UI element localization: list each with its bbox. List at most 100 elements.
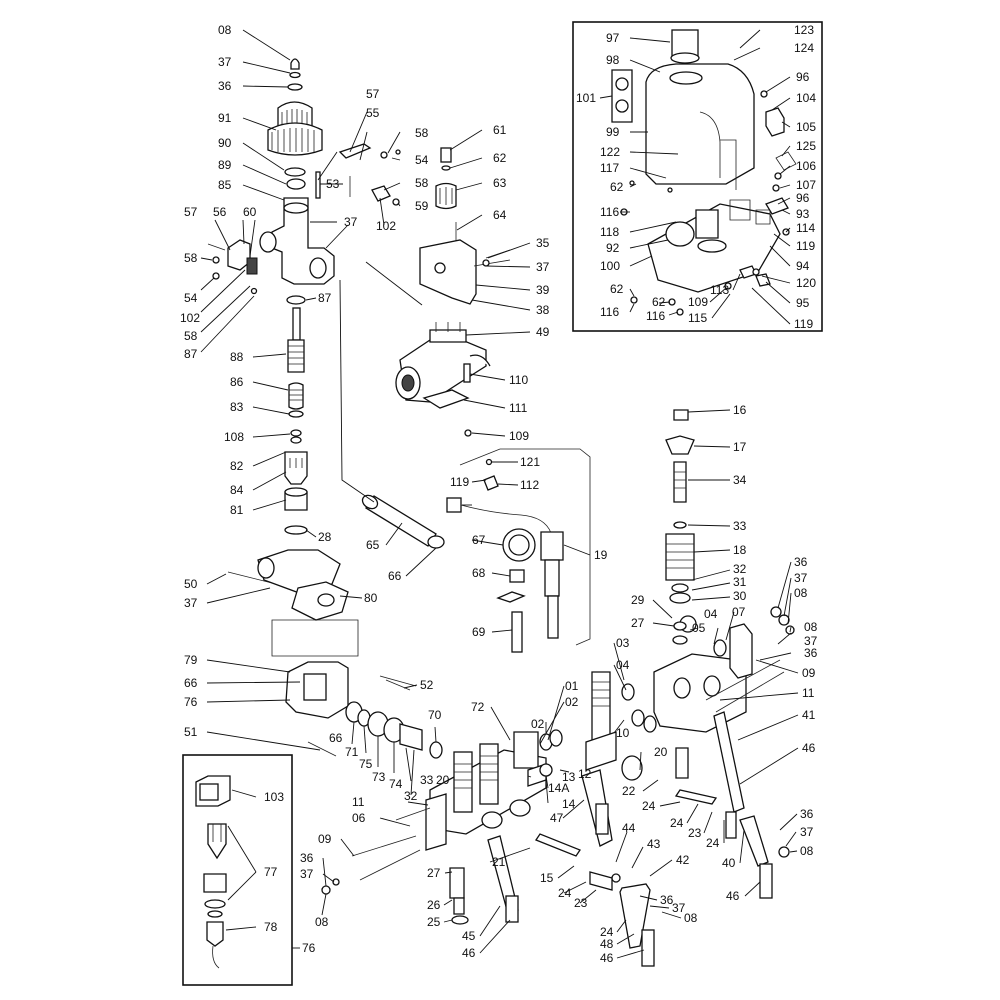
part-label: 36 — [794, 555, 808, 569]
part-label: 01 — [565, 679, 579, 693]
part-label: 66 — [184, 676, 198, 690]
part-label: 58 — [415, 126, 429, 140]
part-label: 34 — [733, 473, 747, 487]
part-label: 31 — [733, 575, 747, 589]
part-label: 02 — [565, 695, 579, 709]
part-label: 08 — [800, 844, 814, 858]
part-label: 24 — [642, 799, 656, 813]
part-label: 38 — [536, 303, 550, 317]
manifold-body-drawing — [425, 729, 563, 851]
part-label: 114 — [796, 221, 815, 235]
part-label: 36 — [218, 79, 232, 93]
part-label: 62 — [493, 151, 507, 165]
motor-inset-drawing — [611, 29, 797, 316]
part-label: 70 — [428, 708, 442, 722]
part-label: 93 — [796, 207, 810, 221]
part-label: 24 — [558, 886, 572, 900]
part-label: 75 — [359, 757, 373, 771]
part-label: 103 — [264, 790, 284, 804]
screws-and-rods-drawing — [321, 679, 431, 895]
part-label: 45 — [462, 929, 476, 943]
part-label: 10 — [616, 726, 630, 740]
part-label: 119 — [796, 239, 815, 253]
part-label: 62 — [652, 295, 666, 309]
part-label: 44 — [622, 821, 636, 835]
part-label: 92 — [606, 241, 620, 255]
part-label: 55 — [366, 106, 380, 120]
part-label: 08 — [218, 23, 232, 37]
part-label: 02 — [531, 717, 545, 731]
motor-detail-inset-frame — [572, 21, 823, 332]
part-label: 62 — [610, 282, 624, 296]
part-label: 32 — [404, 789, 418, 803]
motor-mount-drawing — [365, 147, 511, 306]
part-label: 36 — [660, 893, 674, 907]
part-label: 116 — [600, 205, 619, 219]
part-label: 24 — [706, 836, 720, 850]
part-label: 08 — [684, 911, 698, 925]
unloader-stack-drawing — [665, 409, 695, 645]
part-label: 08 — [315, 915, 329, 929]
part-label: 76 — [184, 695, 198, 709]
part-label: 87 — [184, 347, 198, 361]
part-label: 24 — [670, 816, 684, 830]
part-label: 87 — [318, 291, 332, 305]
part-label: 122 — [600, 145, 620, 159]
part-label: 46 — [802, 741, 816, 755]
part-label: 06 — [352, 811, 366, 825]
part-label: 48 — [600, 937, 614, 951]
part-label: 64 — [493, 208, 507, 222]
part-label: 95 — [796, 296, 810, 310]
part-label: 07 — [732, 605, 746, 619]
part-label: 37 — [804, 634, 818, 648]
part-label: 03 — [616, 636, 630, 650]
part-label: 117 — [600, 161, 619, 175]
part-label: 18 — [733, 543, 747, 557]
part-label: 41 — [802, 708, 816, 722]
part-label: 118 — [600, 225, 619, 239]
part-label: 11 — [802, 686, 815, 700]
pressure-hose-drawing — [339, 279, 445, 549]
part-label: 119 — [794, 317, 813, 331]
valve-plate-drawing — [227, 549, 359, 657]
part-label: 98 — [606, 53, 620, 67]
part-label: 11 — [352, 795, 365, 809]
part-label: 24 — [600, 925, 614, 939]
part-label: 76 — [302, 941, 316, 955]
part-label: 37 — [672, 901, 686, 915]
part-label: 91 — [218, 111, 232, 125]
part-label: 100 — [600, 259, 620, 273]
part-label: 57 — [184, 205, 198, 219]
part-label: 43 — [647, 837, 661, 851]
part-label: 08 — [794, 586, 808, 600]
part-label: 52 — [420, 678, 434, 692]
part-label: 39 — [536, 283, 550, 297]
part-label: 116 — [646, 309, 665, 323]
part-label: 56 — [213, 205, 227, 219]
pump-motor-drawing — [395, 322, 491, 437]
part-label: 78 — [264, 920, 278, 934]
part-label: 09 — [318, 832, 332, 846]
part-label: 22 — [622, 784, 636, 798]
part-label: 36 — [804, 646, 818, 660]
part-label: 12 — [578, 767, 592, 781]
part-label: 54 — [415, 153, 429, 167]
part-label: 120 — [796, 276, 816, 290]
part-label: 05 — [692, 621, 706, 635]
part-label: 102 — [180, 311, 200, 325]
part-label: 108 — [224, 430, 244, 444]
part-label: 65 — [366, 538, 380, 552]
part-label: 80 — [364, 591, 378, 605]
part-label: 101 — [576, 91, 596, 105]
part-label: 57 — [366, 87, 380, 101]
solenoid-detail-inset-frame — [182, 754, 293, 986]
part-label: 81 — [230, 503, 244, 517]
part-label: 46 — [462, 946, 476, 960]
part-label: 69 — [472, 625, 486, 639]
part-label: 102 — [376, 219, 396, 233]
part-label: 37 — [184, 596, 198, 610]
part-label: 66 — [388, 569, 402, 583]
part-label: 04 — [704, 607, 718, 621]
part-label: 47 — [550, 811, 564, 825]
